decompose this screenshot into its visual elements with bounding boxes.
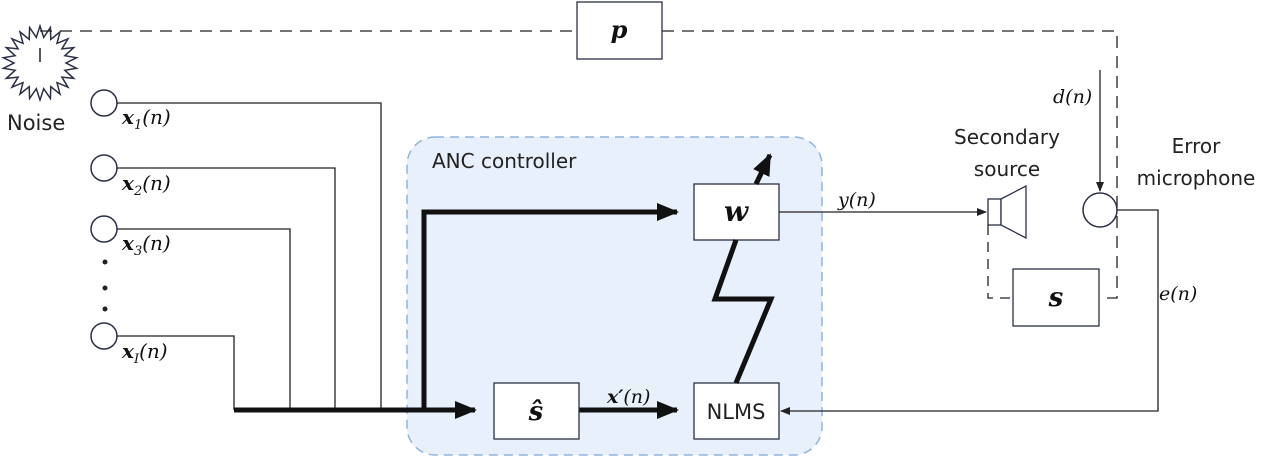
- primary-path-label: p: [611, 15, 628, 44]
- noise-label: Noise: [7, 111, 65, 135]
- error-mic-label-2: microphone: [1137, 166, 1256, 190]
- secondary-path-estimate-block: [493, 382, 580, 440]
- microphone-icon: [1082, 192, 1118, 228]
- d-signal-label: d(n): [1053, 86, 1092, 108]
- reference-bus: [234, 203, 679, 419]
- ref-label-1: x1(n): [121, 105, 171, 133]
- e-signal-label: e(n): [1159, 283, 1197, 305]
- reference-mic-I: [90, 322, 235, 410]
- primary-path-dashed: [40, 30, 1118, 299]
- primary-path-block: [576, 1, 663, 60]
- w-label: w: [724, 195, 749, 228]
- secondary-path-label: s: [1048, 283, 1064, 313]
- error-mic-label-1: Error: [1172, 134, 1222, 158]
- ref-label-3: x3(n): [121, 231, 171, 259]
- error-signal-line: [780, 209, 1159, 415]
- adaptive-filter-w-block: [693, 183, 780, 241]
- filtered-reference-label: x′(n): [606, 386, 650, 408]
- ref-label-2: x2(n): [121, 171, 171, 199]
- weight-update-link: [711, 239, 775, 384]
- nlms-block: [693, 382, 780, 440]
- noise-burst-icon: [1, 23, 79, 103]
- anc-controller-title: ANC controller: [432, 149, 577, 173]
- secondary-source-label-1: Secondary: [954, 125, 1060, 149]
- secondary-path-dashed: [987, 225, 1013, 299]
- reference-mic-3: [90, 215, 291, 410]
- adaptation-arrow: [753, 153, 773, 186]
- reference-mic-1: [90, 89, 382, 410]
- reference-mic-2: [90, 154, 336, 410]
- y-signal-label: y(n): [837, 189, 876, 211]
- ellipsis-dots: [102, 259, 108, 312]
- secondary-path-block: [1012, 268, 1100, 327]
- ref-label-I: xI(n): [121, 339, 168, 367]
- nlms-label: NLMS: [707, 400, 766, 424]
- loudspeaker-icon: [987, 184, 1027, 240]
- s-hat-label: ŝ: [528, 397, 544, 427]
- secondary-source-label-2: source: [974, 157, 1040, 181]
